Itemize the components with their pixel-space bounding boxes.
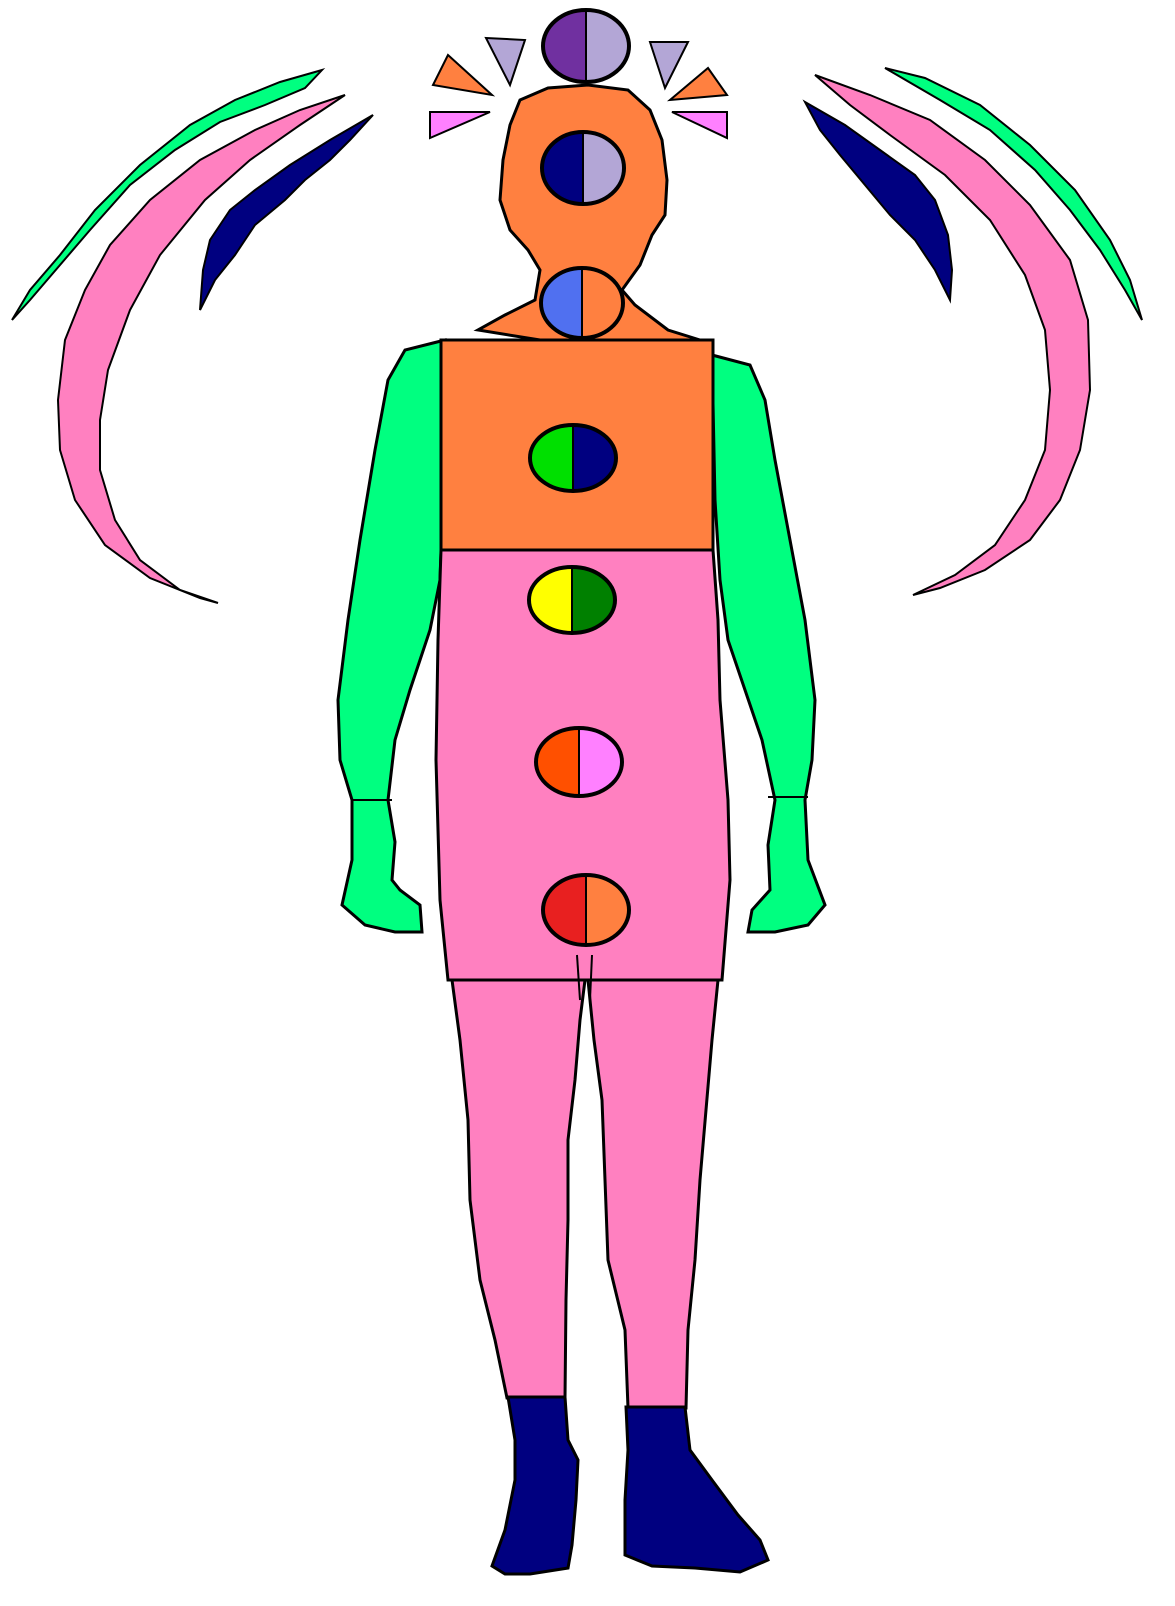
left-aura (12, 70, 373, 603)
chakra-solar-plexus (529, 567, 615, 633)
chakra-crown (543, 10, 629, 82)
right-leg (588, 980, 718, 1408)
left-foot (492, 1397, 578, 1574)
chakra-heart (530, 425, 616, 491)
ray-triangle-pink-right (672, 112, 727, 138)
ray-triangle-lilac-right (650, 42, 688, 88)
chakra-third-eye (542, 132, 624, 204)
chakra-throat (541, 268, 623, 338)
chakra-crown-right-half (586, 10, 629, 82)
ray-triangle-lilac-left (486, 38, 525, 85)
left-arm (338, 340, 445, 932)
right-aura (805, 68, 1142, 595)
ray-triangle-orange-right (670, 68, 727, 100)
ray-triangle-pink-left (430, 112, 490, 138)
chakra-root (543, 875, 629, 945)
chakra-sacral (536, 728, 622, 796)
right-foot (625, 1407, 768, 1572)
left-wing-navy (200, 115, 373, 310)
chakra-crown-left-half (543, 10, 586, 82)
left-leg (452, 980, 585, 1398)
ray-triangle-orange-left (433, 55, 492, 95)
